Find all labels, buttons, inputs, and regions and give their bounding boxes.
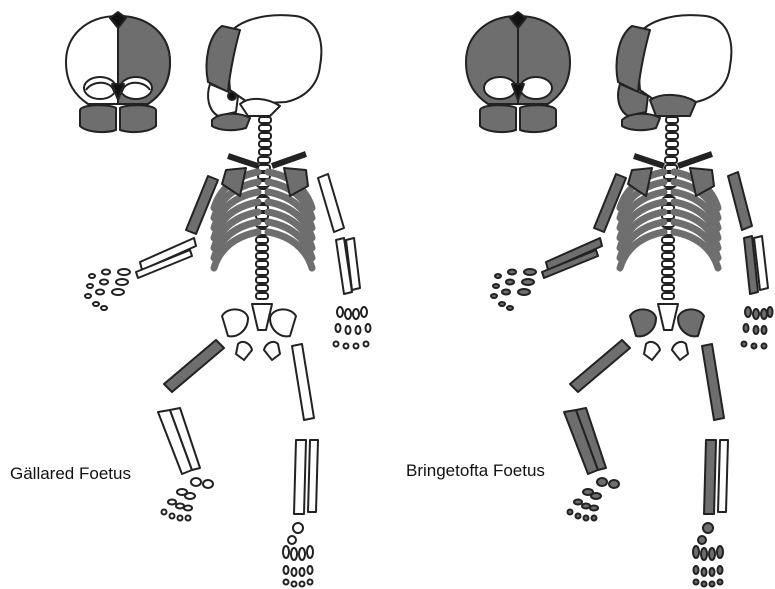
skull-frontal-view (466, 12, 570, 132)
left-leg (564, 340, 630, 521)
right-arm (318, 174, 371, 349)
gallared-skeleton (66, 12, 371, 587)
skull-lateral-view (207, 15, 322, 130)
left-leg (158, 340, 224, 521)
skull-lateral-view (617, 15, 732, 130)
skull-frontal-view (66, 12, 170, 132)
right-leg (283, 344, 318, 587)
right-leg (693, 344, 728, 587)
bringetofta-skeleton (466, 12, 773, 587)
left-arm (85, 176, 218, 310)
left-arm (491, 174, 626, 310)
right-arm (728, 172, 773, 349)
bringetofta-label: Bringetofta Foetus (406, 461, 545, 481)
gallared-label: Gällared Foetus (10, 464, 131, 484)
